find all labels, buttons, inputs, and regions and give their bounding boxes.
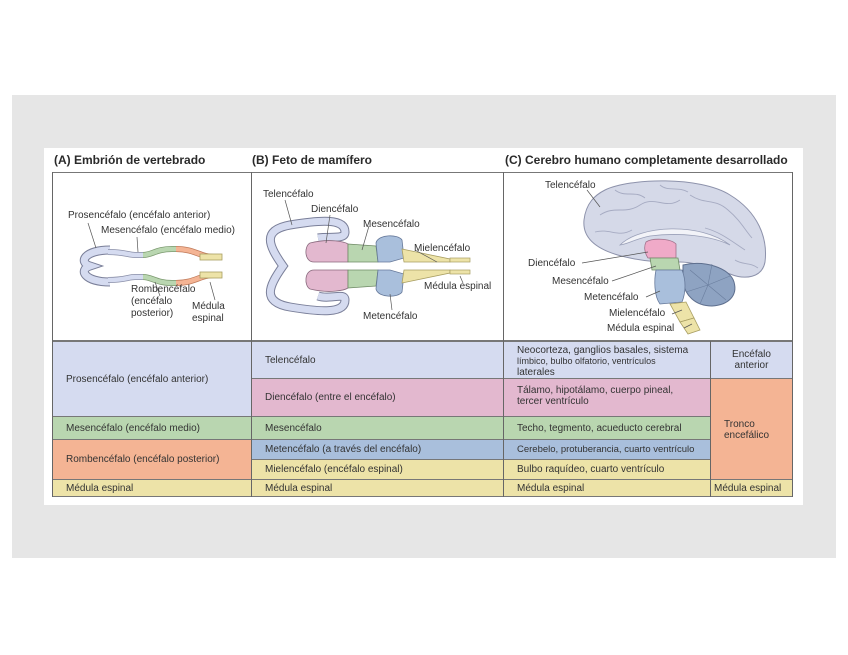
- corpus-callosum: [618, 228, 731, 246]
- fetus-label-spinal-cord: Médula espinal: [424, 281, 492, 292]
- embryo-label-rhombencephalon-3: posterior): [131, 308, 174, 319]
- cell-text-line: encefálico: [724, 430, 770, 441]
- embryo-label-prosencephalon: Prosencéfalo (encéfalo anterior): [68, 210, 211, 221]
- cell-text-line: Tálamo, hipotálamo, cuerpo pineal,: [517, 385, 674, 396]
- fetus-label-metencephalon: Metencéfalo: [363, 311, 418, 322]
- brain-spinal-cord: [679, 317, 701, 335]
- table-bottom-border: [52, 496, 793, 497]
- table-cell-mesencephalon: Mesencéfalo (encéfalo medio): [52, 416, 251, 439]
- cerebellum-folia: [685, 263, 731, 305]
- table-cell-mesencephalon-structures: Techo, tegmento, acueducto cerebral: [503, 416, 710, 439]
- table-cell-spinal-cord-col1: Médula espinal: [52, 479, 251, 497]
- table-cell-telencephalon: Telencéfalo: [251, 341, 503, 378]
- table-cell-brainstem: Tronco encefálico: [710, 378, 793, 479]
- fetus-label-mesencephalon: Mesencéfalo: [363, 219, 420, 230]
- cell-text-line: anterior: [734, 360, 769, 371]
- cell-text: Médula espinal: [66, 483, 134, 494]
- cell-text: Mielencéfalo (encéfalo espinal): [265, 464, 403, 475]
- cell-text: Mesencéfalo (encéfalo medio): [66, 422, 200, 434]
- cell-text: Bulbo raquídeo, cuarto ventrículo: [517, 464, 665, 475]
- cell-text: Techo, tegmento, acueducto cerebral: [517, 422, 682, 434]
- table-cell-diencephalon-structures: Tálamo, hipotálamo, cuerpo pineal, terce…: [503, 378, 710, 416]
- embryo-label-mesencephalon: Mesencéfalo (encéfalo medio): [101, 225, 235, 236]
- cell-text: Mesencéfalo: [265, 422, 322, 434]
- brain-label-telencephalon: Telencéfalo: [545, 180, 596, 191]
- fetus-label-telencephalon: Telencéfalo: [263, 189, 314, 200]
- brain-mesencephalon: [649, 257, 681, 271]
- fetus-telencephalon: [267, 217, 349, 315]
- fetus-metencephalon-top: [375, 235, 405, 263]
- cell-text-line: Encéfalo: [732, 349, 771, 360]
- cell-text: Metencéfalo (a través del encéfalo): [265, 444, 422, 455]
- embryo-spinal-cord-bottom: [199, 271, 223, 279]
- table-cell-myelencephalon: Mielencéfalo (encéfalo espinal): [251, 459, 503, 479]
- table-cell-metencephalon: Metencéfalo (a través del encéfalo): [251, 439, 503, 459]
- column-divider: [251, 172, 252, 497]
- cell-text-line: Tronco: [724, 419, 755, 430]
- table-cell-telencephalon-structures: Neocorteza, ganglios basales, sistema lí…: [503, 341, 710, 378]
- cell-text: Médula espinal: [517, 483, 585, 494]
- brain-leader-lines: [581, 189, 693, 329]
- table-cell-myelencephalon-structures: Bulbo raquídeo, cuarto ventrículo: [503, 459, 710, 479]
- brain-label-spinal-cord: Médula espinal: [607, 323, 675, 334]
- column-divider: [710, 341, 711, 497]
- embryo-spinal-cord-top: [199, 253, 223, 261]
- embryo-label-spinal-2: espinal: [192, 313, 224, 324]
- embryo-label-spinal-1: Médula: [192, 301, 225, 312]
- panel-a-title: (A) Embrión de vertebrado: [54, 153, 206, 167]
- panel-c-title: (C) Cerebro humano completamente desarro…: [505, 153, 788, 167]
- brain-metencephalon: [654, 269, 686, 305]
- cell-text-line: Neocorteza, ganglios basales, sistema: [517, 345, 689, 356]
- fetus-label-diencephalon: Diencéfalo: [311, 204, 359, 215]
- column-divider: [503, 172, 504, 497]
- column-divider: [792, 172, 793, 497]
- cell-text: Prosencéfalo (encéfalo anterior): [66, 373, 209, 385]
- table-cell-mesencephalon-col2: Mesencéfalo: [251, 416, 503, 439]
- cerebrum-gyri: [594, 184, 759, 269]
- brain-label-myelencephalon: Mielencéfalo: [609, 308, 666, 319]
- cell-text-line: tercer ventrículo: [517, 396, 589, 407]
- embryo-leader-lines: [87, 222, 216, 301]
- brain-diencephalon: [644, 238, 677, 259]
- table-cell-prosencephalon: Prosencéfalo (encéfalo anterior): [52, 341, 251, 416]
- table-cell-spinal-cord-col3: Médula espinal: [503, 479, 710, 497]
- brain-label-metencephalon: Metencéfalo: [584, 292, 639, 303]
- cell-text: Médula espinal: [714, 483, 782, 494]
- column-divider: [52, 172, 53, 497]
- fetus-metencephalon-bottom: [375, 269, 405, 297]
- cell-text: Rombencéfalo (encéfalo posterior): [66, 454, 220, 465]
- table-cell-rhombencephalon: Rombencéfalo (encéfalo posterior): [52, 439, 251, 479]
- brain-label-mesencephalon: Mesencéfalo: [552, 276, 609, 287]
- fetus-spinal-top: [449, 257, 471, 263]
- brain-label-diencephalon: Diencéfalo: [528, 258, 576, 269]
- table-cell-forebrain: Encéfalo anterior: [710, 341, 793, 378]
- embryo-prosencephalon: [79, 245, 111, 287]
- embryo-label-rhombencephalon-2: (encéfalo: [131, 296, 173, 307]
- cell-text: Diencéfalo (entre el encéfalo): [265, 392, 396, 403]
- fetus-leader-lines: [284, 199, 464, 311]
- cell-text: Cerebelo, protuberancia, cuarto ventrícu…: [517, 444, 695, 455]
- cell-text: Médula espinal: [265, 483, 333, 494]
- cell-text-line: laterales: [517, 367, 555, 378]
- table-cell-spinal-cord-col4: Médula espinal: [710, 479, 793, 497]
- fetus-spinal-bottom: [449, 269, 471, 275]
- cell-text: Telencéfalo: [265, 354, 316, 366]
- embryo-label-rhombencephalon-1: Rombencéfalo: [131, 284, 196, 295]
- cell-text-line: límbico, bulbo olfatorio, ventrículos: [517, 356, 656, 366]
- table-cell-diencephalon: Diencéfalo (entre el encéfalo): [251, 378, 503, 416]
- table-cell-metencephalon-structures: Cerebelo, protuberancia, cuarto ventrícu…: [503, 439, 710, 459]
- panel-b-title: (B) Feto de mamífero: [252, 153, 373, 167]
- table-cell-spinal-cord-col2: Médula espinal: [251, 479, 503, 497]
- fetus-label-myelencephalon: Mielencéfalo: [414, 243, 471, 254]
